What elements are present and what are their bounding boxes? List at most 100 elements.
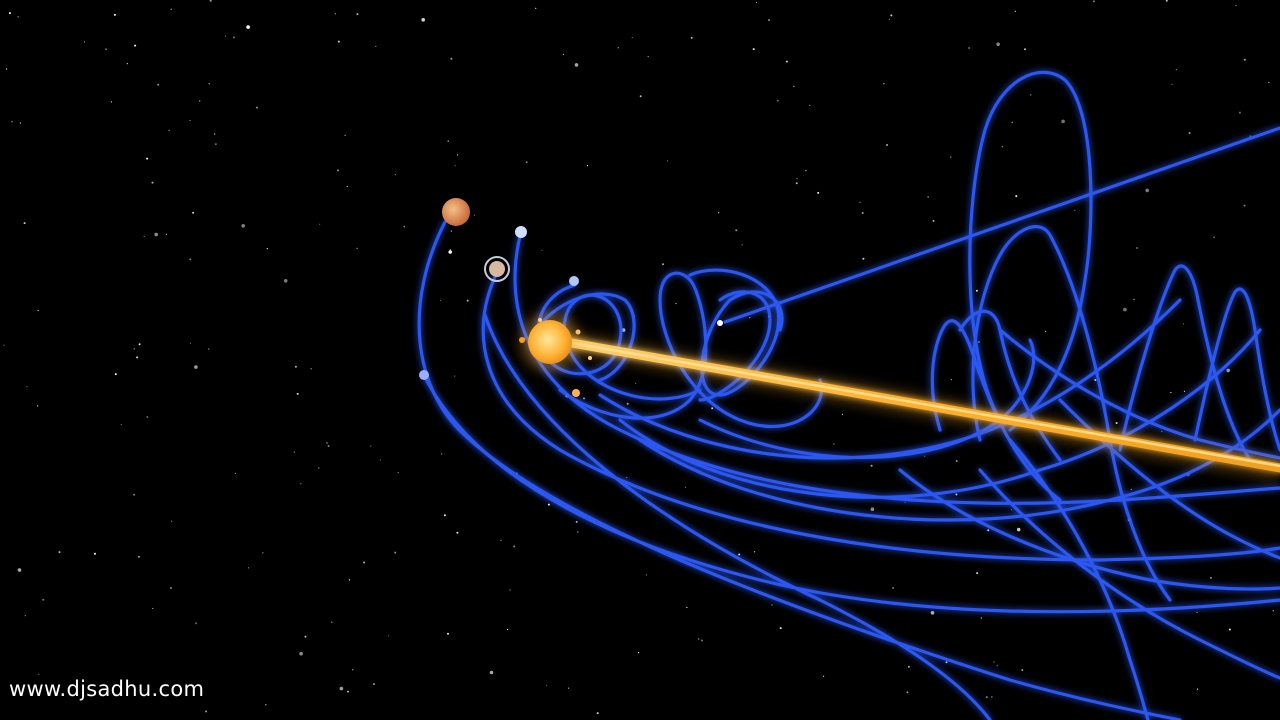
orbit-trail-outer-3	[481, 273, 1280, 562]
star	[1024, 48, 1026, 51]
star	[375, 45, 377, 47]
star	[6, 68, 8, 70]
star	[214, 133, 216, 135]
star	[151, 181, 154, 184]
star	[296, 392, 299, 395]
star	[447, 140, 449, 142]
sun-icon	[519, 312, 592, 372]
star	[133, 493, 136, 496]
star	[1092, 0, 1095, 3]
star	[500, 539, 502, 542]
star	[675, 302, 677, 305]
star	[785, 60, 788, 63]
star	[809, 104, 811, 106]
star	[779, 627, 782, 630]
earth-icon	[717, 320, 723, 326]
star	[113, 13, 116, 16]
orbit-trail-sweep-4	[698, 338, 1036, 459]
star	[388, 635, 390, 637]
star	[344, 134, 346, 136]
star	[379, 459, 381, 461]
uranus-icon	[515, 226, 527, 238]
star	[152, 607, 154, 610]
star	[189, 119, 191, 122]
star	[795, 182, 798, 185]
star	[110, 101, 113, 103]
star	[352, 669, 354, 671]
star	[1268, 81, 1270, 84]
star	[1010, 509, 1013, 511]
star	[684, 486, 687, 488]
background-stars	[3, 0, 1274, 715]
star	[441, 453, 443, 455]
star	[37, 405, 39, 407]
mars-icon	[442, 198, 470, 226]
orbit-trail-loop-3	[558, 271, 824, 429]
neptune-icon	[569, 276, 579, 286]
star	[950, 379, 952, 381]
star	[645, 574, 648, 576]
star	[509, 589, 511, 591]
star	[304, 635, 307, 638]
star	[208, 83, 210, 85]
star	[195, 622, 198, 625]
star	[138, 343, 141, 346]
star	[394, 174, 396, 176]
star	[1238, 111, 1241, 114]
star	[1243, 204, 1246, 207]
star	[955, 493, 958, 496]
star	[339, 686, 344, 691]
orbit-trail-outer-2	[422, 373, 1280, 614]
star	[1094, 379, 1097, 381]
star	[489, 670, 494, 675]
orbit-trail-sweep-2	[618, 328, 1262, 499]
star	[232, 36, 235, 39]
star	[535, 7, 537, 9]
orbit-trail-outer-4	[513, 234, 1280, 505]
star	[741, 244, 743, 246]
star	[541, 249, 543, 251]
star	[205, 710, 208, 713]
star	[886, 144, 889, 146]
star	[170, 520, 173, 522]
star	[635, 382, 637, 384]
star	[841, 413, 844, 415]
planet-orbit-trails	[417, 70, 1280, 720]
star	[574, 63, 579, 67]
star	[466, 299, 469, 302]
star	[924, 455, 926, 457]
star	[1045, 330, 1047, 332]
star	[209, 0, 212, 2]
mercury-icon	[572, 389, 580, 397]
star	[105, 48, 108, 51]
star	[310, 368, 312, 370]
star	[1014, 10, 1016, 12]
star	[262, 552, 264, 554]
star	[170, 8, 172, 10]
star	[862, 257, 865, 260]
star	[1213, 236, 1215, 238]
star	[294, 365, 297, 368]
star	[265, 704, 267, 706]
star	[318, 467, 320, 469]
star	[1133, 298, 1135, 300]
star	[26, 386, 28, 388]
star	[583, 397, 585, 400]
orbit-trail-big-loop	[968, 70, 1093, 432]
star	[1061, 119, 1065, 124]
star	[449, 249, 451, 251]
star	[189, 342, 192, 344]
star	[1161, 430, 1163, 432]
star	[283, 279, 288, 283]
star	[621, 328, 626, 332]
star	[347, 690, 349, 693]
orbit-trail-sweep-9	[998, 328, 1280, 460]
star	[23, 222, 26, 225]
orbit-trail-peak-3	[1193, 287, 1280, 452]
star	[170, 587, 172, 589]
star	[955, 460, 958, 462]
star	[907, 665, 910, 668]
star	[454, 375, 456, 377]
star	[165, 233, 167, 235]
